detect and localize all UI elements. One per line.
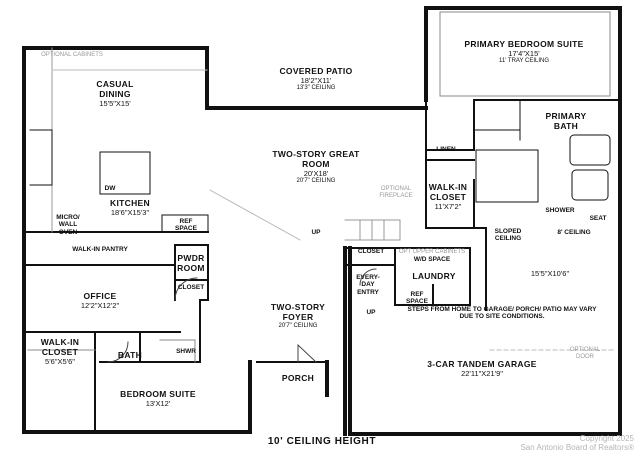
office-label: OFFICE 12'2"X12'2" xyxy=(80,291,120,310)
bath-label: BATH xyxy=(117,350,143,360)
walk-in-closet-left-label: WALK-IN CLOSET 5'6"X5'6" xyxy=(28,337,92,366)
copyright-watermark: Copyright 2025 San Antonio Board of Real… xyxy=(520,434,634,452)
casual-dining-dim: 15'5"X15' xyxy=(99,98,131,108)
great-room-label: TWO-STORY GREAT ROOM 20'X18' 20'7" CEILI… xyxy=(266,149,366,185)
walk-in-closet-primary-label: WALK-IN CLOSET 11'X7'2" xyxy=(423,182,473,211)
walk-in-closet-left-dim: 5'6"X5'6" xyxy=(45,356,75,366)
ref-space-laundry-label: REF SPACE xyxy=(406,291,428,306)
primary-suite-ceiling: 11' TRAY CEILING xyxy=(498,58,550,65)
garage-steps-note: STEPS FROM HOME TO GARAGE/ PORCH/ PATIO … xyxy=(407,306,597,321)
optional-door-label: OPTIONAL DOOR xyxy=(569,347,601,360)
kitchen-label: KITCHEN 18'6"X15'3" xyxy=(110,198,150,217)
eight-ceiling-label: 8' CEILING xyxy=(557,229,591,236)
stairs-up-laundry-label: UP xyxy=(366,309,376,316)
covered-patio-dim: 18'2"X11' xyxy=(300,75,332,85)
walk-in-closet-left-name: WALK-IN CLOSET xyxy=(40,337,80,357)
optional-cabinets-label: OPTIONAL CABINETS xyxy=(41,52,103,59)
shower-left-label: SHWR xyxy=(176,348,196,355)
foyer-name: TWO-STORY FOYER xyxy=(270,302,326,322)
great-room-ceiling: 20'7" CEILING xyxy=(296,178,336,185)
walk-in-closet-primary-name: WALK-IN CLOSET xyxy=(428,182,468,202)
primary-suite-label: PRIMARY BEDROOM SUITE 17'4"X15' 11' TRAY… xyxy=(464,39,584,65)
office-name: OFFICE xyxy=(83,291,117,301)
shower-label: SHOWER xyxy=(545,207,575,214)
board-line: San Antonio Board of Realtors® xyxy=(520,443,634,452)
exterior-walls xyxy=(22,6,622,436)
casual-dining-label: CASUAL DINING 15'5"X15' xyxy=(80,79,150,108)
ref-space-kitchen-label: REF SPACE xyxy=(175,218,197,233)
foyer-label: TWO-STORY FOYER 20'7" CEILING xyxy=(258,302,338,329)
seat-label: SEAT xyxy=(589,215,607,222)
door-swings xyxy=(107,268,377,363)
opt-upper-cabinets-label: OPT UPPER CABINETS W/D SPACE xyxy=(395,249,469,263)
ceiling-height-footer: 10' CEILING HEIGHT xyxy=(267,436,377,447)
opt-upper-cabinets-text: OPT UPPER CABINETS xyxy=(398,249,466,255)
optional-cabinets-text: OPTIONAL CABINETS xyxy=(41,52,103,58)
garage-dim: 22'11"X21'9" xyxy=(461,368,503,378)
closet-office-label: CLOSET xyxy=(177,284,205,291)
garage-label: 3-CAR TANDEM GARAGE 22'11"X21'9" xyxy=(427,359,537,378)
foyer-ceiling: 20'7" CEILING xyxy=(278,322,318,329)
casual-dining-name: CASUAL DINING xyxy=(96,79,134,99)
walk-in-pantry-label: WALK-IN PANTRY xyxy=(72,246,128,253)
powder-room-label: PWDR ROOM xyxy=(174,253,208,274)
powder-room-name: PWDR ROOM xyxy=(177,253,205,273)
office-dim: 12'2"X12'2" xyxy=(80,300,120,310)
great-room-dim: 20'X18' xyxy=(303,168,329,178)
covered-patio-label: COVERED PATIO 18'2"X11' 13'3" CEILING xyxy=(279,66,353,92)
kitchen-dim: 18'6"X15'3" xyxy=(110,207,150,217)
fixtures xyxy=(27,11,616,363)
primary-suite-name: PRIMARY BEDROOM SUITE xyxy=(464,39,584,49)
walk-in-closet-primary-dim: 11'X7'2" xyxy=(434,201,462,211)
laundry-label: LAUNDRY xyxy=(412,271,456,281)
closet-laundry-label: CLOSET xyxy=(357,248,385,255)
everyday-entry-label: EVERY-DAY ENTRY xyxy=(356,274,380,296)
primary-bath-name: PRIMARY BATH xyxy=(545,111,587,131)
optional-fireplace-label: OPTIONAL FIREPLACE xyxy=(379,186,413,199)
kitchen-name: KITCHEN xyxy=(110,198,150,208)
bedroom-suite-dim: 13'X12' xyxy=(145,398,171,408)
stairs-up-label: UP xyxy=(311,229,321,236)
dishwasher-label: DW xyxy=(104,185,116,192)
great-room-name: TWO-STORY GREAT ROOM xyxy=(272,149,360,169)
primary-suite-dim: 17'4"X15' xyxy=(508,48,540,58)
porch-label: PORCH xyxy=(281,373,315,383)
covered-patio-ceiling: 13'3" CEILING xyxy=(296,85,336,92)
garage-name: 3-CAR TANDEM GARAGE xyxy=(427,359,537,369)
interior-walls xyxy=(23,99,621,433)
bedroom-suite-label: BEDROOM SUITE 13'X12' xyxy=(120,389,196,408)
sloped-ceiling-label: SLOPED CEILING xyxy=(494,228,522,243)
garage-bay-dim: 15'5"X10'6" xyxy=(530,269,570,278)
micro-wall-oven-label: MICRO/ WALL OVEN xyxy=(56,214,80,236)
copyright-line: Copyright 2025 xyxy=(579,434,634,443)
linen-label: LINEN xyxy=(436,146,456,153)
wd-space-text: W/D SPACE xyxy=(413,255,451,263)
primary-bath-label: PRIMARY BATH xyxy=(541,111,591,132)
bedroom-suite-name: BEDROOM SUITE xyxy=(120,389,196,399)
covered-patio-name: COVERED PATIO xyxy=(279,66,353,76)
